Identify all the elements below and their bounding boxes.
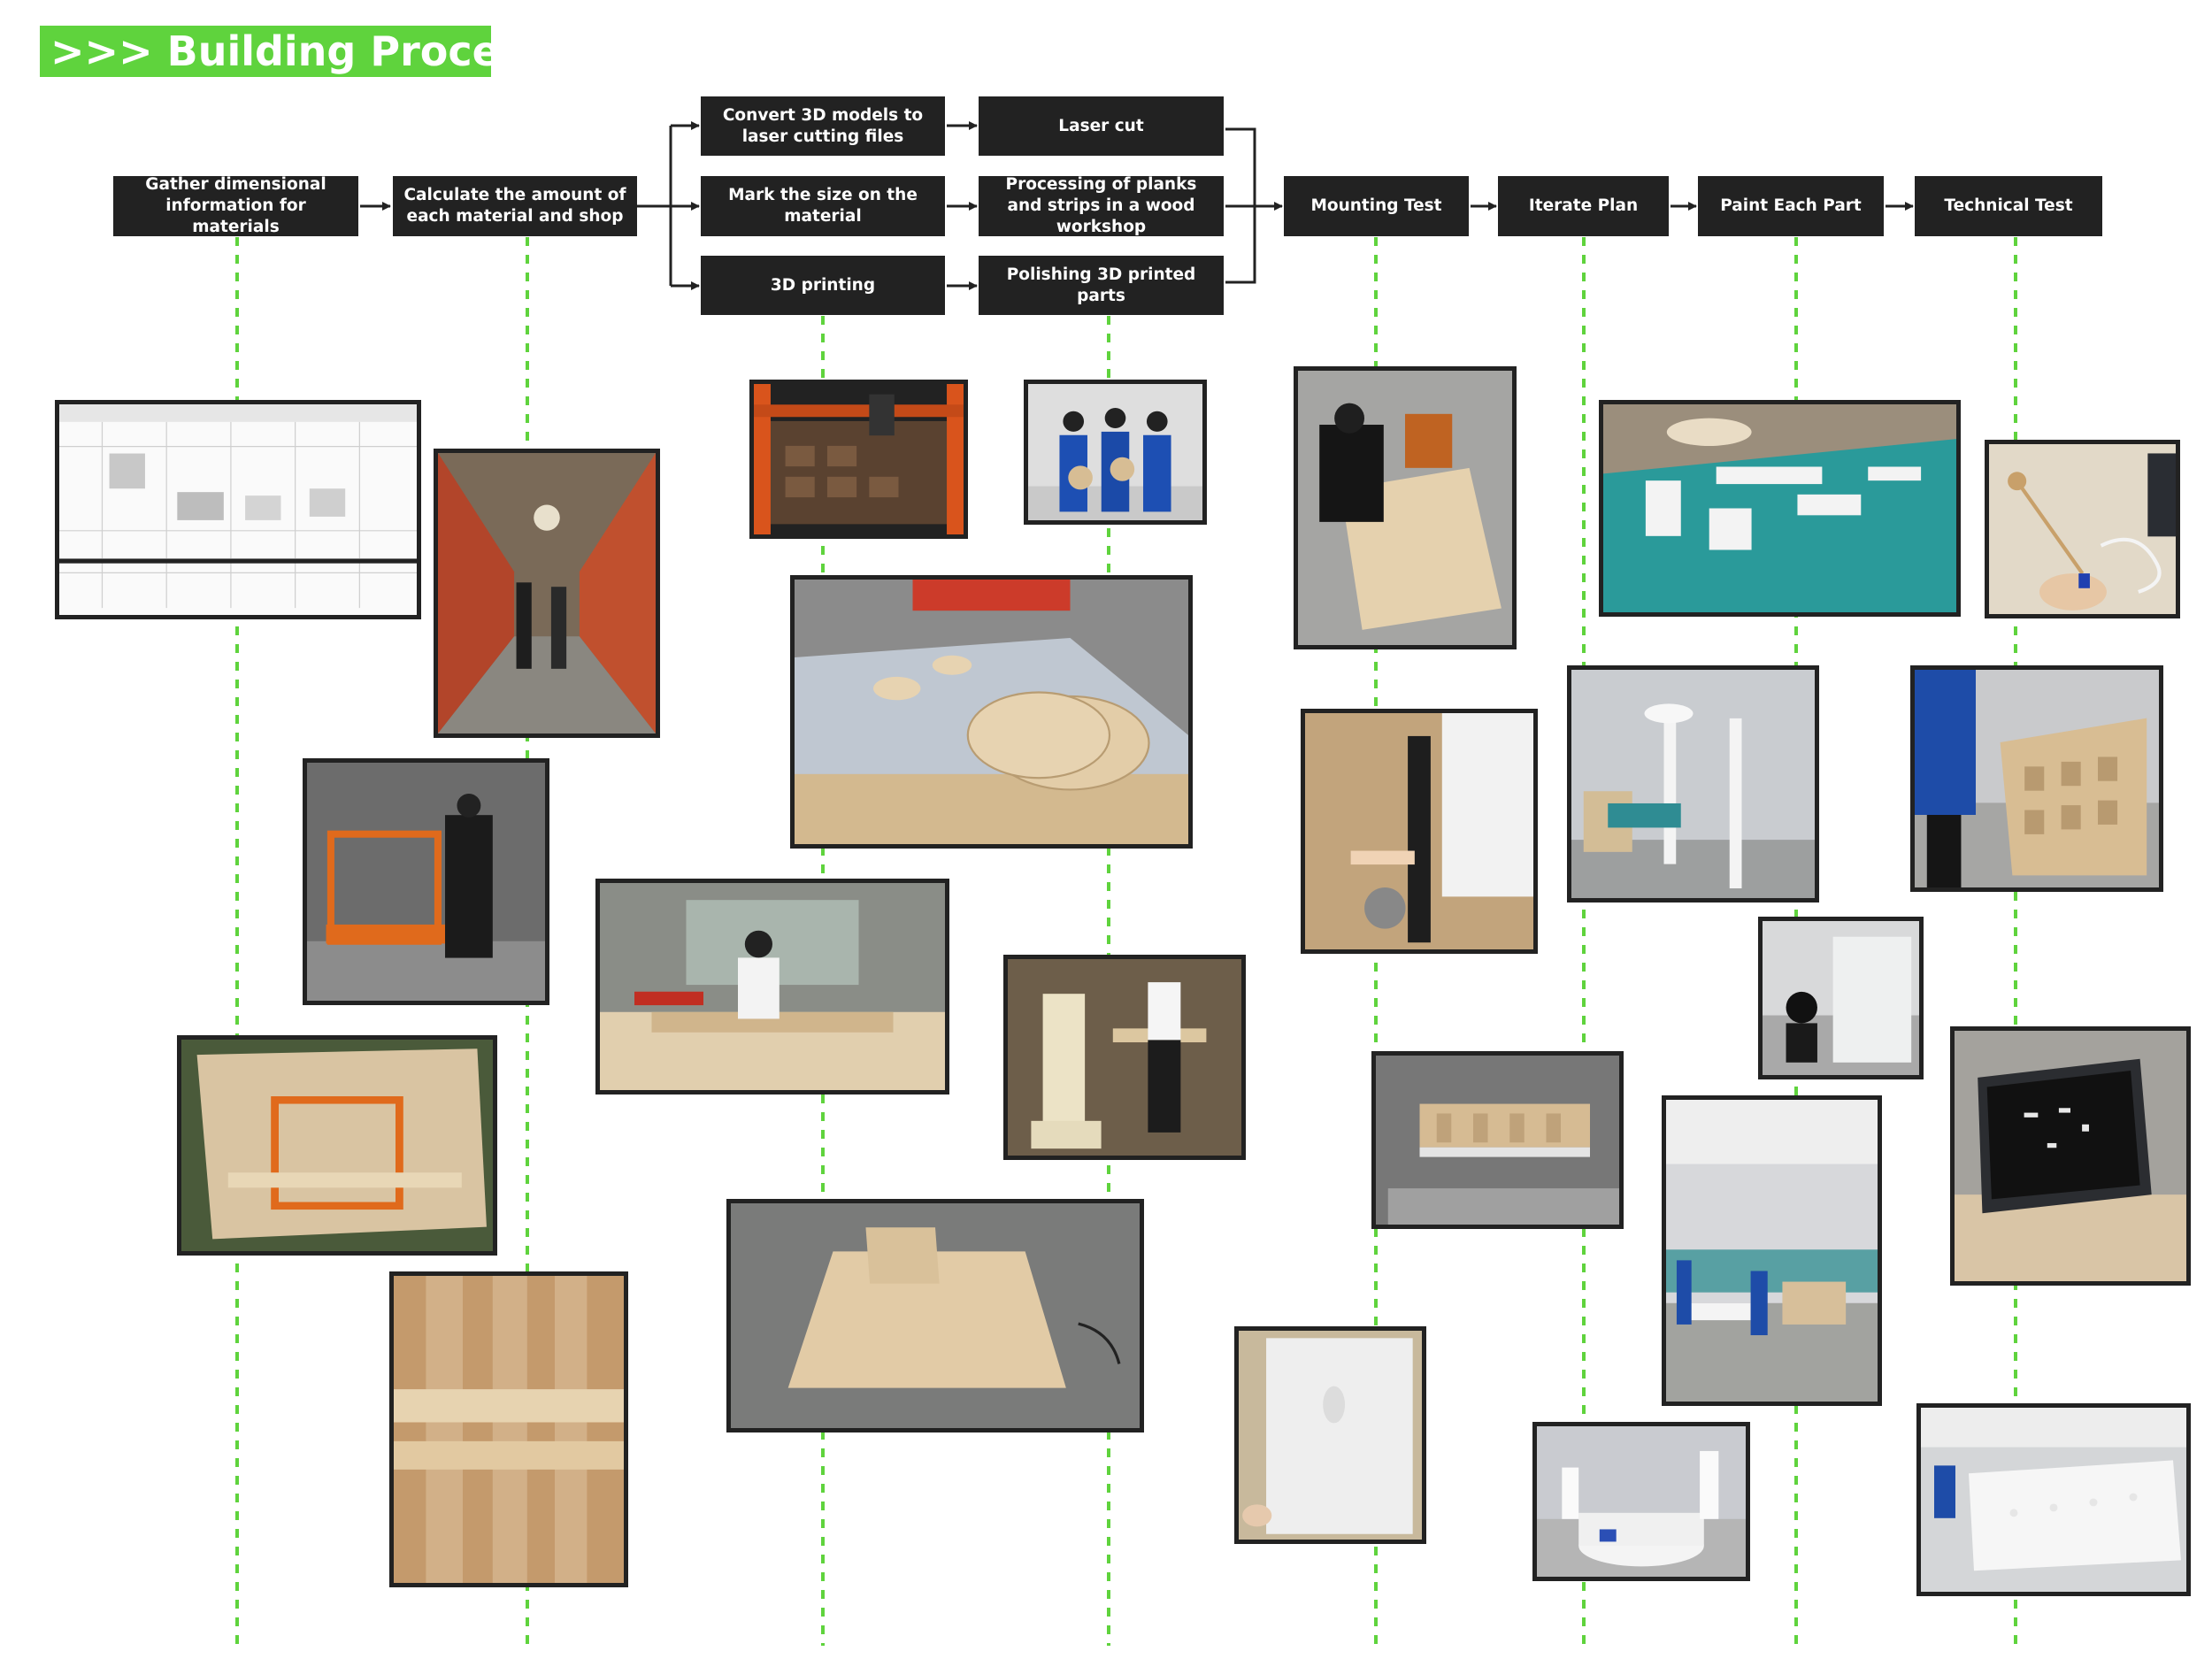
step-mark-size: Mark the size on the material [701, 176, 945, 236]
photo-laser-cut-discs [790, 575, 1193, 849]
step-3d-printing: 3D printing [701, 256, 945, 315]
photo-team-holding-parts [1024, 380, 1207, 525]
step-iterate-plan: Iterate Plan [1498, 176, 1669, 236]
step-mounting-test: Mounting Test [1284, 176, 1469, 236]
photo-technical-wiring [1985, 440, 2180, 618]
step-technical-test: Technical Test [1915, 176, 2102, 236]
photo-mounted-shelf [1371, 1051, 1624, 1229]
photo-wood-planks-bundle [389, 1271, 628, 1587]
photo-iterated-display-white [1567, 665, 1819, 902]
photo-shelf-in-classroom [1910, 665, 2163, 892]
photo-white-panel-detail [1234, 1326, 1426, 1544]
photo-table-saw-cutting [595, 879, 949, 1094]
step-calculate-materials: Calculate the amount of each material an… [393, 176, 637, 236]
page-title: >>> Building Process [40, 26, 549, 77]
photo-3d-printer-bed [749, 380, 968, 539]
photo-plywood-on-cart [177, 1035, 497, 1256]
photo-hardware-store-aisle [434, 449, 660, 738]
photo-mounting-on-floor [1294, 366, 1517, 649]
photo-assembling-hardware [1301, 709, 1538, 954]
step-processing-planks: Processing of planks and strips in a woo… [979, 175, 1224, 236]
photo-plywood-floor [726, 1199, 1144, 1432]
photo-orange-cart-store [303, 758, 549, 1005]
photo-materials-spreadsheet [55, 400, 421, 619]
photo-laptop-testing [1950, 1026, 2191, 1286]
photo-painting-parts-teal [1599, 400, 1961, 617]
photo-belt-sander [1003, 955, 1246, 1160]
photo-classroom-setup [1662, 1095, 1882, 1406]
photo-painting-inside-cube [1758, 917, 1924, 1079]
step-laser-cut: Laser cut [979, 96, 1224, 156]
step-convert-laser-files: Convert 3D models to laser cutting files [701, 96, 945, 156]
step-paint-each-part: Paint Each Part [1698, 176, 1884, 236]
photo-white-panel-test [1916, 1403, 2191, 1596]
photo-spray-paint-cans [1532, 1422, 1750, 1581]
step-gather-info: Gather dimensional information for mater… [113, 175, 358, 236]
step-polishing-3d-parts: Polishing 3D printed parts [979, 256, 1224, 315]
